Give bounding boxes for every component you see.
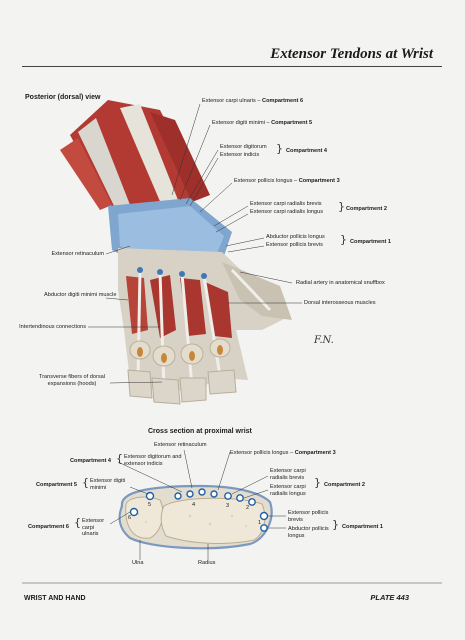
label-c1: Compartment 1 — [350, 239, 392, 245]
label-ecrl: Extensor carpi radialis longus — [250, 209, 324, 215]
label-radial-artery: Radial artery in anatomical snuffbox — [296, 280, 385, 286]
cs-label-epl: Extensor pollicis longus – Compartment 3 — [230, 450, 336, 456]
cs-brace-c5: { — [82, 476, 89, 489]
cs-label-ecrl: Extensor carpi radialis longus — [270, 484, 306, 497]
label-ecrb: Extensor carpi radialis brevis — [250, 201, 322, 207]
artist-signature: F.N. — [314, 335, 334, 346]
label-ed: Extensor digitorum — [220, 144, 267, 150]
label-transverse-fibers: Transverse fibers of dorsal expansions (… — [38, 374, 105, 387]
label-epl: Extensor pollicis longus – Compartment 3 — [234, 178, 340, 184]
cs-brace-c2: } — [314, 476, 321, 489]
cs-label-edm: Extensor digiti minimi — [90, 478, 126, 491]
footer-plate: PLATE 443 — [370, 593, 409, 602]
label-abd-digiti-minimi: Abductor digiti minimi muscle — [44, 292, 117, 298]
label-ecu: Extensor carpi ulnaris – Compartment 6 — [202, 98, 304, 104]
label-apl: Abductor pollicis longus — [266, 234, 325, 240]
cs-label-ecrb: Extensor carpi radialis brevis — [270, 468, 306, 481]
cs-num-1: 1 — [258, 520, 262, 526]
cs-label-epb: Extensor pollicis brevis — [288, 510, 329, 523]
label-retinaculum: Extensor retinaculum — [51, 251, 104, 257]
cs-label-radius: Radius — [198, 560, 216, 566]
label-c4: Compartment 4 — [286, 148, 328, 154]
cs-num-6: 6 — [128, 515, 132, 521]
cs-label-c4: Compartment 4 — [70, 458, 112, 464]
brace-c1: } — [340, 233, 347, 246]
cs-num-3: 3 — [226, 503, 230, 509]
cs-brace-c6: { — [74, 516, 81, 529]
plate-title: Extensor Tendons at Wrist — [270, 46, 433, 62]
label-dorsal-interosseous: Dorsal interosseous muscles — [304, 300, 376, 306]
cs-brace-c1: } — [332, 518, 339, 531]
cs-num-2: 2 — [246, 505, 250, 511]
cs-label-c5: Compartment 5 — [36, 482, 78, 488]
brace-c2: } — [338, 200, 345, 213]
cs-num-4: 4 — [192, 502, 196, 508]
cs-num-5: 5 — [148, 502, 152, 508]
label-ei: Extensor indicis — [220, 152, 260, 158]
cs-label-ulna: Ulna — [132, 560, 144, 566]
cs-label-ecu: Extensor carpi ulnaris — [82, 518, 105, 538]
cs-label-apl: Abductor pollicis longus — [288, 526, 329, 539]
label-intertendinous: Intertendinous connections — [19, 324, 86, 330]
cs-label-ed-ei: Extensor digitorum and extensor indicis — [124, 454, 182, 467]
header-rule — [22, 66, 442, 67]
cs-label-retinaculum: Extensor retinaculum — [154, 442, 207, 448]
footer-section: WRIST AND HAND — [24, 595, 86, 602]
posterior-view-heading: Posterior (dorsal) view — [25, 94, 101, 101]
cs-brace-c4: { — [116, 452, 123, 465]
label-c2: Compartment 2 — [346, 206, 388, 212]
cs-label-c2: Compartment 2 — [324, 482, 366, 488]
cs-label-c6: Compartment 6 — [28, 524, 70, 530]
label-epb: Extensor pollicis brevis — [266, 242, 323, 248]
label-edm: Extensor digiti minimi – Compartment 5 — [212, 120, 313, 126]
cross-section-heading: Cross section at proximal wrist — [148, 428, 252, 435]
brace-c4: } — [276, 142, 283, 155]
cs-label-c1: Compartment 1 — [342, 524, 384, 530]
